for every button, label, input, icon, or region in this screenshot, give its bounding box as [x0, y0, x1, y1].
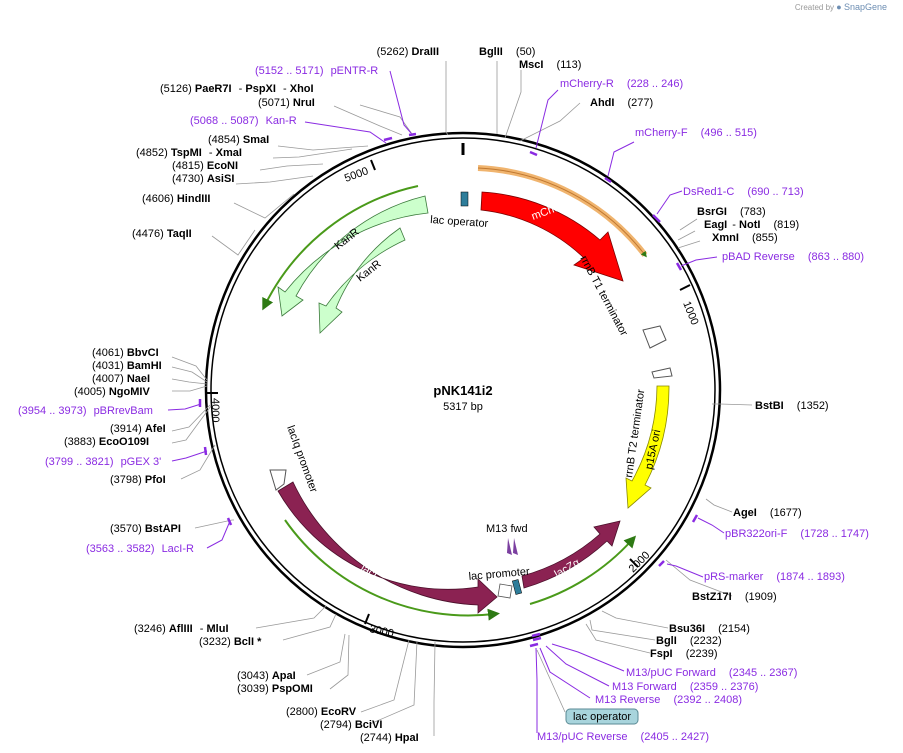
- site-taqii: (4476) TaqII: [132, 228, 192, 240]
- m13-fwd-primer-2: [513, 538, 518, 555]
- backbone-outer-ring: [204, 131, 722, 649]
- primer-prs-marker: pRS-marker (1874 .. 1893): [704, 571, 845, 583]
- kanr-outer-feature: [277, 195, 429, 317]
- site-ecoo109i: (3883) EcoO109I: [64, 436, 149, 448]
- site-naei: (4007) NaeI: [92, 373, 150, 385]
- plasmid-name: pNK141i2: [433, 383, 492, 398]
- rrnb-t1-feature: [642, 325, 667, 349]
- mcherry-feature: [480, 191, 624, 282]
- lac-operator-callout-label: lac operator: [573, 711, 631, 723]
- site-ecorv: (2800) EcoRV: [286, 706, 357, 718]
- site-bamhi: (4031) BamHI: [92, 360, 162, 372]
- lacza-feature: [521, 520, 621, 589]
- site-bcli: (3232) BclI *: [199, 636, 262, 648]
- primer-m13puc-reverse: M13/pUC Reverse (2405 .. 2427): [537, 731, 709, 743]
- site-bstz17i: BstZ17I (1909): [692, 591, 777, 603]
- primer-m13-forward: M13 Forward (2359 .. 2376): [612, 681, 758, 693]
- backbone-inner-ring: [210, 137, 716, 643]
- tick-label-5000: 5000: [343, 165, 370, 185]
- m13-fwd-label: M13 fwd: [486, 523, 528, 535]
- lac-operator-top-label: lac operator: [430, 214, 489, 230]
- kanr-inner-label: KanR: [354, 258, 383, 284]
- primer-pbrrevbam: (3954 .. 3973) pBRrevBam: [18, 405, 153, 417]
- site-nrui: (5071) NruI: [258, 97, 315, 109]
- credit-text: Created by: [794, 3, 835, 12]
- site-bglii: BglII (50): [479, 46, 535, 58]
- site-ahdi: AhdI (277): [590, 97, 653, 109]
- tick-label-1000: 1000: [680, 300, 700, 327]
- lac-operator-top-feature: [460, 191, 469, 207]
- site-fspi: FspI (2239): [650, 648, 717, 660]
- site-pfoi: (3798) PfoI: [110, 474, 166, 486]
- site-tspmi: (4852) TspMI - XmaI: [136, 147, 242, 159]
- laciq-promoter-feature: [269, 469, 287, 491]
- primer-m13puc-forward: M13/pUC Forward (2345 .. 2367): [626, 667, 797, 679]
- site-msci: MscI (113): [519, 59, 581, 71]
- site-smai: (4854) SmaI: [208, 134, 269, 146]
- site-bcivi: (2794) BciVI: [320, 719, 382, 731]
- primer-laci-r: (3563 .. 3582) LacI-R: [86, 543, 194, 555]
- lac-promoter-feature: [497, 583, 513, 599]
- site-hpai: (2744) HpaI: [360, 732, 419, 744]
- site-asisi: (4730) AsiSI: [172, 173, 234, 185]
- p15a-ori-label: p15A ori: [643, 429, 663, 471]
- primer-pbr322ori-f: pBR322ori-F (1728 .. 1747): [725, 528, 869, 540]
- site-bsrgi: BsrGI (783): [697, 206, 766, 218]
- site-hindiii: (4606) HindIII: [142, 193, 210, 205]
- credit-brand: SnapGene: [843, 2, 887, 12]
- site-apai: (3043) ApaI: [237, 670, 296, 682]
- tick-label-4000: 4000: [209, 398, 221, 422]
- site-agei: AgeI (1677): [733, 507, 802, 519]
- site-eagi: EagI - NotI (819): [704, 219, 799, 231]
- lacza-highlight: [529, 535, 637, 605]
- snapgene-credit: Created by ● SnapGene: [795, 2, 887, 12]
- site-draiii: (5262) DraIII: [377, 46, 439, 58]
- lac-operator-bottom-feature: [511, 579, 523, 595]
- kanr-inner-feature: [318, 227, 406, 334]
- site-bsu36i: Bsu36I (2154): [669, 623, 750, 635]
- primer-mcherry-r: mCherry-R (228 .. 246): [560, 78, 683, 90]
- laci-highlight: [284, 519, 500, 621]
- site-bbvci: (4061) BbvCI: [92, 347, 159, 359]
- primer-leader-lines: [167, 70, 725, 733]
- rrnb-t2-feature: [651, 367, 673, 379]
- primer-pgex3: (3799 .. 3821) pGEX 3': [45, 456, 161, 468]
- site-pspomi: (3039) PspOMI: [237, 683, 313, 695]
- tick-label-2000: 2000: [627, 549, 653, 575]
- primer-dsred1-c: DsRed1-C (690 .. 713): [683, 186, 804, 198]
- site-bgli: BglI (2232): [656, 635, 722, 647]
- snapgene-logo-icon: ●: [836, 2, 842, 12]
- site-afliii: (3246) AflIII - MluI: [134, 623, 229, 635]
- site-bstbi: BstBI (1352): [755, 400, 829, 412]
- plasmid-length: 5317 bp: [443, 401, 483, 413]
- tick-label-3000: 3000: [368, 623, 394, 640]
- primer-kan-r: (5068 .. 5087) Kan-R: [190, 115, 297, 127]
- site-ngomiv: (4005) NgoMIV: [74, 386, 150, 398]
- site-bstapi: (3570) BstAPI: [110, 523, 181, 535]
- kanr-outer-highlight: [262, 185, 419, 311]
- m13-fwd-primer-1: [507, 538, 512, 555]
- primer-m13-reverse: M13 Reverse (2392 .. 2408): [595, 694, 742, 706]
- site-paer7i: (5126) PaeR7I - PspXI - XhoI: [160, 83, 314, 95]
- primer-mcherry-f: mCherry-F (496 .. 515): [635, 127, 757, 139]
- site-afei: (3914) AfeI: [110, 423, 166, 435]
- site-econi: (4815) EcoNI: [172, 160, 238, 172]
- lac-operator-callout: lac operator: [536, 649, 639, 725]
- primer-marks: [198, 132, 699, 648]
- kanr-outer-label: KanR: [332, 226, 361, 252]
- leader-lines: [171, 61, 753, 736]
- primer-pbad-reverse: pBAD Reverse (863 .. 880): [722, 251, 864, 263]
- laci-feature: [277, 481, 498, 614]
- lac-promoter-label: lac promoter: [468, 566, 530, 583]
- primer-pentr-r: (5152 .. 5171) pENTR-R: [255, 65, 378, 77]
- site-xmni: XmnI (855): [712, 232, 778, 244]
- p15a-ori-feature: [625, 385, 670, 509]
